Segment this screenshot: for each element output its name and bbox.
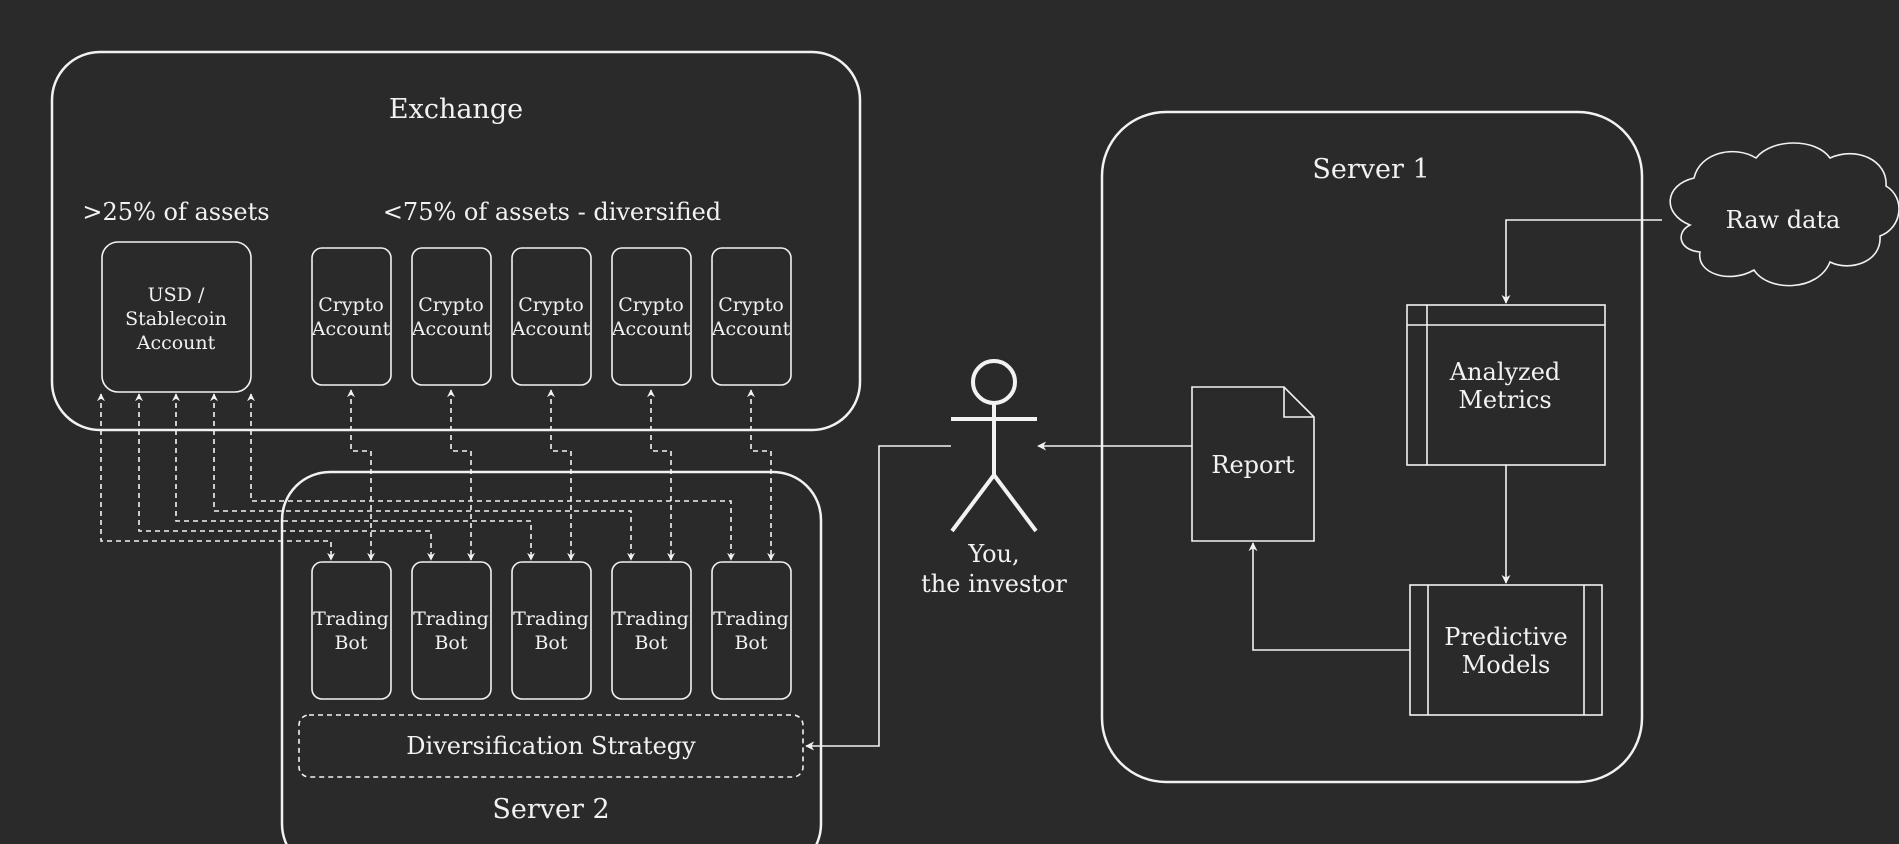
predictive-models-box: Predictive Models	[1409, 584, 1603, 716]
server2-container: Server 2	[280, 470, 823, 844]
investor-figure: You, the investor	[921, 359, 1067, 598]
svg-text:Bot: Bot	[434, 632, 467, 654]
crypto-assets-caption: <75% of assets - diversified	[383, 198, 721, 226]
svg-text:Crypto: Crypto	[318, 294, 384, 316]
svg-text:Trading: Trading	[513, 608, 589, 630]
svg-text:Bot: Bot	[534, 632, 567, 654]
crypto-account: Crypto Account	[311, 247, 392, 386]
svg-text:Metrics: Metrics	[1458, 386, 1551, 414]
raw-data-to-metrics-arrow	[1501, 219, 1662, 304]
svg-text:Account: Account	[711, 318, 791, 340]
svg-text:Report: Report	[1211, 451, 1295, 479]
svg-text:Trading: Trading	[313, 608, 389, 630]
svg-text:Analyzed: Analyzed	[1449, 358, 1561, 386]
server1-container: Server 1	[1100, 110, 1644, 784]
svg-text:Account: Account	[411, 318, 491, 340]
crypto-account: Crypto Account	[411, 247, 492, 386]
svg-text:Trading: Trading	[713, 608, 789, 630]
svg-text:Bot: Bot	[634, 632, 667, 654]
svg-text:Crypto: Crypto	[518, 294, 584, 316]
svg-text:Stablecoin: Stablecoin	[125, 308, 227, 330]
svg-text:Crypto: Crypto	[718, 294, 784, 316]
investor-to-strategy-arrow	[805, 445, 951, 751]
crypto-account: Crypto Account	[511, 247, 592, 386]
svg-text:Bot: Bot	[734, 632, 767, 654]
usd-assets-caption: >25% of assets	[82, 198, 269, 226]
trading-bot: Trading Bot	[311, 561, 392, 700]
svg-text:Trading: Trading	[613, 608, 689, 630]
trading-bot: Trading Bot	[611, 561, 692, 700]
trading-bot: Trading Bot	[711, 561, 792, 700]
svg-text:Crypto: Crypto	[418, 294, 484, 316]
svg-text:Raw data: Raw data	[1726, 206, 1841, 234]
svg-text:Account: Account	[511, 318, 591, 340]
server2-title: Server 2	[492, 794, 609, 825]
crypto-account: Crypto Account	[611, 247, 692, 386]
models-to-report-arrow	[1248, 542, 1410, 651]
svg-text:Crypto: Crypto	[618, 294, 684, 316]
svg-text:USD /: USD /	[148, 284, 205, 306]
crypto-bot-connectors	[347, 389, 775, 561]
trading-bot: Trading Bot	[411, 561, 492, 700]
crypto-account: Crypto Account	[711, 247, 792, 386]
svg-text:Predictive: Predictive	[1444, 623, 1567, 651]
svg-text:Trading: Trading	[413, 608, 489, 630]
trading-bot: Trading Bot	[511, 561, 592, 700]
svg-text:Bot: Bot	[334, 632, 367, 654]
svg-text:Account: Account	[311, 318, 391, 340]
svg-text:Account: Account	[136, 332, 216, 354]
analyzed-metrics-box: Analyzed Metrics	[1406, 304, 1606, 466]
exchange-title: Exchange	[389, 94, 523, 125]
raw-data-cloud: Raw data	[1669, 142, 1899, 287]
usd-bot-connectors	[97, 393, 735, 561]
usd-stablecoin-account: USD / Stablecoin Account	[101, 241, 252, 393]
report-document: Report	[1191, 386, 1315, 542]
svg-text:Account: Account	[611, 318, 691, 340]
svg-text:Models: Models	[1462, 651, 1551, 679]
investor-label-line1: You,	[967, 540, 1019, 568]
diversification-strategy-box: Diversification Strategy	[298, 714, 804, 778]
svg-text:Diversification Strategy: Diversification Strategy	[406, 732, 696, 760]
exchange-container: Exchange >25% of assets <75% of assets -…	[50, 50, 862, 432]
server1-title: Server 1	[1312, 154, 1429, 185]
investor-label-line2: the investor	[921, 570, 1067, 598]
